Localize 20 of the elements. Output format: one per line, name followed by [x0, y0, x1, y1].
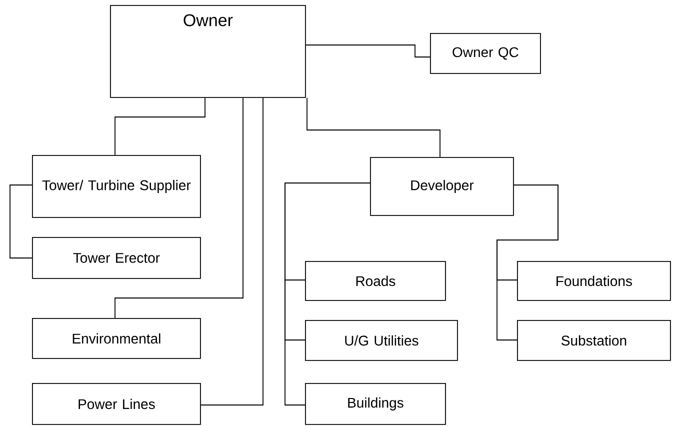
org-box: Owner QC: [430, 33, 541, 74]
org-box: Roads: [305, 261, 446, 301]
org-box: Substation: [517, 320, 671, 361]
org-box: Power Lines: [32, 383, 201, 425]
owner-box: Owner: [110, 5, 306, 98]
org-box: Tower Erector: [32, 237, 201, 279]
connector-line: [496, 184, 558, 340]
connector-line: [306, 97, 440, 158]
connector-line: [114, 97, 244, 318]
org-box: U/G Utilities: [305, 320, 458, 361]
org-box: Developer: [370, 157, 514, 216]
org-box: Environmental: [32, 318, 201, 359]
connector-line: [305, 44, 430, 58]
connector-line: [200, 97, 264, 406]
connector-line: [114, 97, 206, 156]
org-box: Tower/ Turbine Supplier: [32, 155, 201, 218]
connector-line: [10, 184, 32, 258]
org-box: Foundations: [517, 261, 671, 301]
org-box: Buildings: [305, 383, 446, 425]
connector-line: [284, 182, 370, 406]
